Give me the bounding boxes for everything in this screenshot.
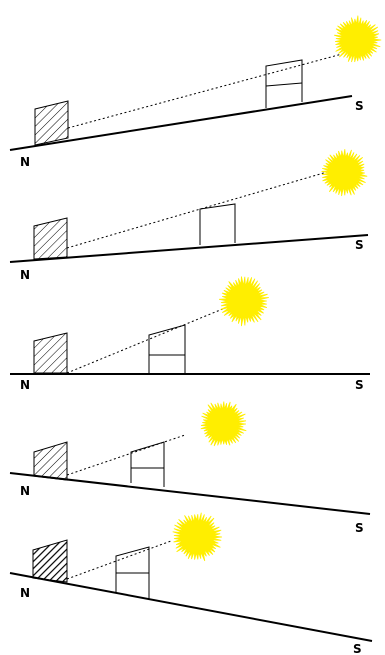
building [130,441,165,487]
scenario-panel-5: N S [9,512,373,655]
south-label: S [353,642,362,655]
sun-core [228,285,260,317]
sun-ray [67,53,343,129]
sun-core [342,25,372,55]
scenario-panel-2: N S [9,149,369,282]
building [265,59,303,108]
sun-ray [66,434,186,476]
south-label: S [355,99,364,113]
north-label: N [20,378,30,392]
hatched-panel-icon [32,539,68,583]
scenario-panel-4: N S [9,401,371,535]
building [115,546,150,599]
ground-line [9,572,373,642]
north-label: N [20,586,30,600]
building [148,324,186,374]
hatched-panel-icon [33,217,68,260]
sun-icon [321,149,368,197]
south-label: S [355,521,364,535]
sun-ray [66,540,172,580]
building [199,203,236,245]
north-label: N [20,268,30,282]
sun-core [329,158,359,188]
sun-icon [200,401,247,447]
sun-icon [172,512,223,562]
sun-core [181,521,213,553]
sun-core [208,409,238,439]
hatched-panel-icon [34,100,69,146]
north-label: N [20,484,30,498]
north-label: N [20,155,30,169]
hatched-panel-icon [33,441,68,481]
scenario-panel-3: N S [10,276,370,392]
sun-icon [219,276,269,327]
sun-ray [66,307,226,374]
south-label: S [355,238,364,252]
south-label: S [355,378,364,392]
ground-line [9,234,369,263]
sun-ray [66,171,328,249]
ground-line [9,472,371,515]
scenario-panel-1: N S [9,15,382,169]
ground-line [9,95,353,151]
hatched-panel-icon [33,332,68,374]
sun-icon [334,15,382,63]
